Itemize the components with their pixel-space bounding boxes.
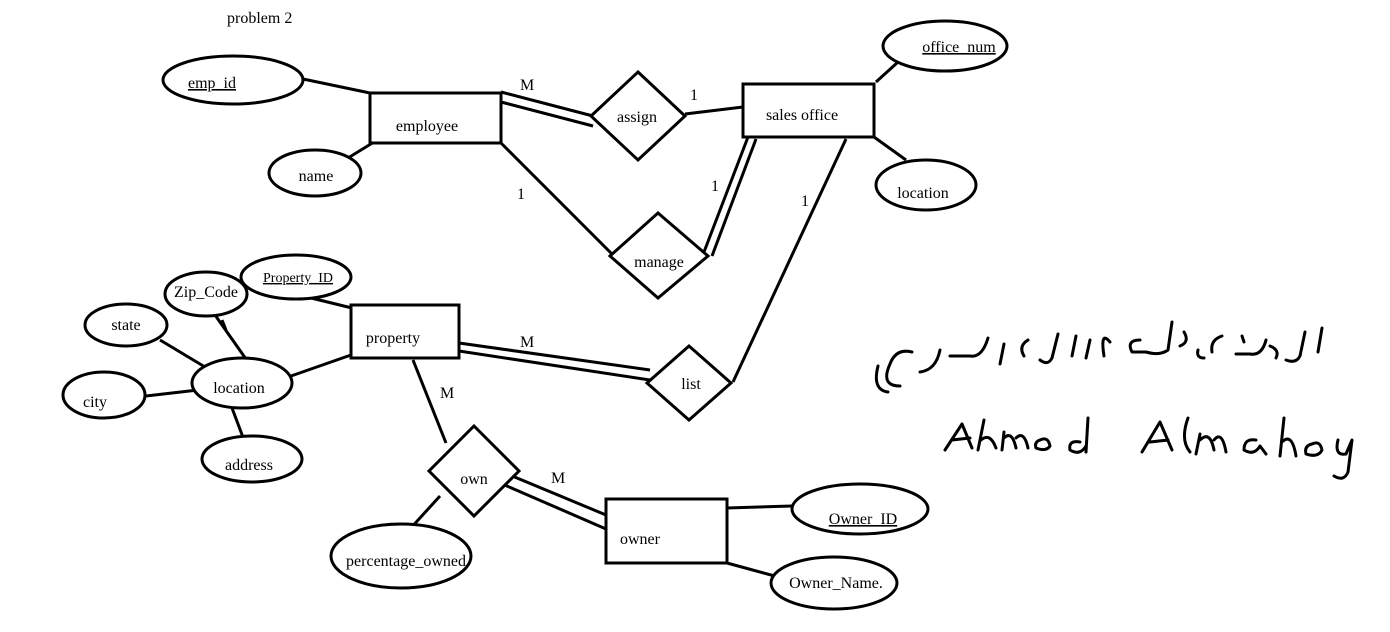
attribute-city-label: city xyxy=(83,394,107,411)
attribute-address-label: address xyxy=(225,457,273,474)
line-officenum-office xyxy=(874,60,900,84)
line-property-own xyxy=(411,359,448,444)
entity-sales-office: sales office xyxy=(741,82,876,139)
line-own-owner-1 xyxy=(504,471,607,517)
line-zip-location xyxy=(213,314,248,360)
cardinality-assign-office: 1 xyxy=(690,87,698,104)
attribute-property-id: Property_ID xyxy=(239,253,353,301)
attribute-zip-code-label: Zip_Code xyxy=(174,284,238,301)
attribute-emp-id-label: emp_id xyxy=(188,75,236,92)
line-property-list-1 xyxy=(458,341,651,372)
relationship-manage-label: manage xyxy=(634,254,684,271)
line-owner-ownerid xyxy=(726,504,793,510)
attribute-city: city xyxy=(61,370,147,420)
attribute-state-label: state xyxy=(111,317,140,334)
relationship-list: list xyxy=(644,344,734,422)
connections xyxy=(145,60,907,580)
line-address-location xyxy=(230,407,246,441)
attribute-location-property-label: location xyxy=(213,380,265,397)
cardinality-assign-employee: M xyxy=(520,77,534,94)
line-property-list-2 xyxy=(458,349,651,382)
entity-sales-office-label: sales office xyxy=(766,107,838,124)
cardinality-list-property: M xyxy=(520,334,534,351)
relationship-own-label: own xyxy=(460,471,488,488)
attribute-name: name xyxy=(267,148,363,198)
line-city-location xyxy=(145,388,199,398)
line-name-employee xyxy=(347,140,375,160)
attribute-percentage-owned-label: percentage_owned xyxy=(346,553,466,570)
line-empid-employee xyxy=(302,77,371,95)
diagram-title: problem 2 xyxy=(227,10,292,27)
attribute-percentage-owned: percentage_owned xyxy=(329,522,473,590)
attribute-zip-code: Zip_Code xyxy=(163,270,249,318)
line-manage-office-2 xyxy=(710,138,758,257)
entity-owner: owner xyxy=(604,497,729,565)
cardinality-manage-office: 1 xyxy=(711,178,719,195)
line-location-office xyxy=(873,135,907,162)
line-assign-office xyxy=(684,105,744,116)
line-own-owner-2 xyxy=(499,481,607,531)
relationship-manage: manage xyxy=(607,211,711,300)
entity-employee: employee xyxy=(368,91,503,145)
attribute-owner-name-label: Owner_Name. xyxy=(789,575,883,592)
entity-owner-label: owner xyxy=(620,531,661,548)
entity-property: property xyxy=(349,303,461,360)
entity-employee-label: employee xyxy=(396,118,458,135)
attribute-property-id-label: Property_ID xyxy=(263,271,333,286)
line-office-list xyxy=(731,138,848,383)
attribute-owner-id-label: Owner_ID xyxy=(829,511,897,528)
attribute-address: address xyxy=(200,434,304,484)
attribute-owner-name: Owner_Name. xyxy=(769,555,899,611)
relationship-own: own xyxy=(426,423,522,519)
relationship-assign-label: assign xyxy=(617,109,657,126)
attribute-name-label: name xyxy=(299,168,334,185)
cardinality-manage-employee: 1 xyxy=(517,186,525,203)
line-manage-office-1 xyxy=(702,136,750,253)
line-state-location xyxy=(159,338,211,372)
signature-latin xyxy=(943,416,1354,480)
attribute-state: state xyxy=(83,302,169,348)
cardinality-own-owner: M xyxy=(551,470,565,487)
attribute-owner-id: Owner_ID xyxy=(790,482,930,536)
line-location-property xyxy=(290,353,352,378)
attribute-office-num-label: office_num xyxy=(922,39,996,56)
line-employee-assign-2 xyxy=(500,100,594,128)
line-zip-location-mark xyxy=(220,319,228,331)
relationship-assign: assign xyxy=(588,69,688,163)
signature-arabic xyxy=(874,320,1324,394)
cardinality-own-property: M xyxy=(440,385,454,402)
attribute-location-office: location xyxy=(874,158,978,212)
attribute-location-office-label: location xyxy=(897,185,949,202)
relationship-list-label: list xyxy=(681,376,701,393)
line-employee-assign-1 xyxy=(500,90,594,118)
attribute-office-num: office_num xyxy=(881,19,1009,73)
attribute-emp-id: emp_id xyxy=(161,54,305,106)
line-employee-manage xyxy=(499,141,614,256)
cardinality-list-office: 1 xyxy=(801,193,809,210)
attribute-location-property: location xyxy=(190,356,294,410)
entity-property-label: property xyxy=(366,330,420,347)
